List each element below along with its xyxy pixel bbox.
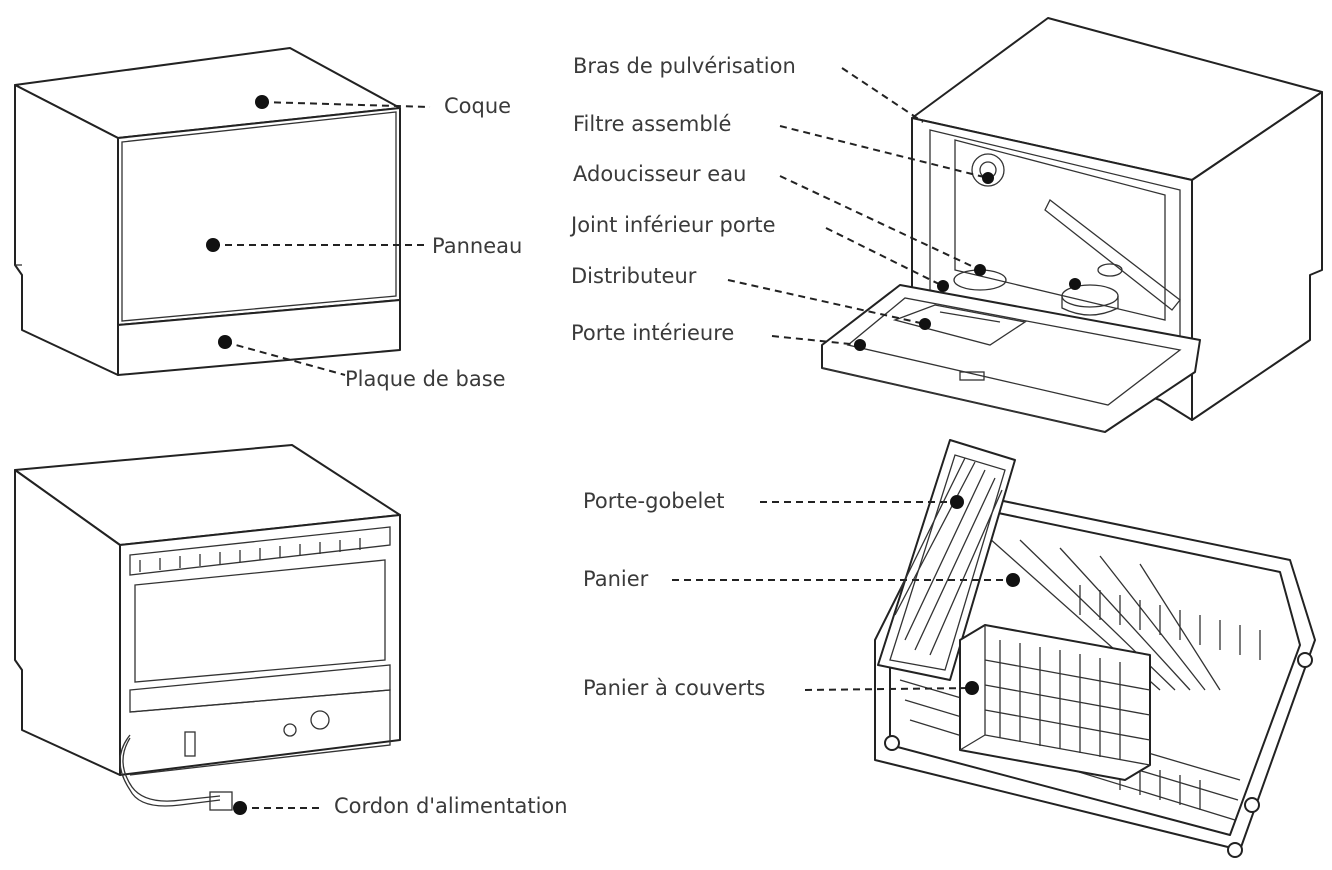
label-joint-inferieur-porte: Joint inférieur porte [571,213,776,237]
label-panneau: Panneau [432,234,523,258]
callout-dots [206,95,1081,815]
label-porte-gobelet: Porte-gobelet [583,489,725,513]
label-distributeur: Distributeur [571,264,697,288]
label-coque: Coque [444,94,512,118]
label-cordon-alimentation: Cordon d'alimentation [334,794,568,818]
open-dishwasher [821,17,1323,433]
label-bras-de-pulverisation: Bras de pulvérisation [573,54,796,78]
label-adoucisseur-eau: Adoucisseur eau [573,162,747,186]
dish-rack [874,439,1316,858]
label-plaque-de-base: Plaque de base [345,367,506,391]
label-filtre-assemble: Filtre assemblé [573,112,732,136]
label-porte-interieure: Porte intérieure [571,321,735,345]
label-panier: Panier [583,567,649,591]
label-panier-a-couverts: Panier à couverts [583,676,766,700]
leader-lines [213,67,1013,809]
rear-view-dishwasher [14,444,401,811]
front-view-dishwasher [14,47,401,376]
